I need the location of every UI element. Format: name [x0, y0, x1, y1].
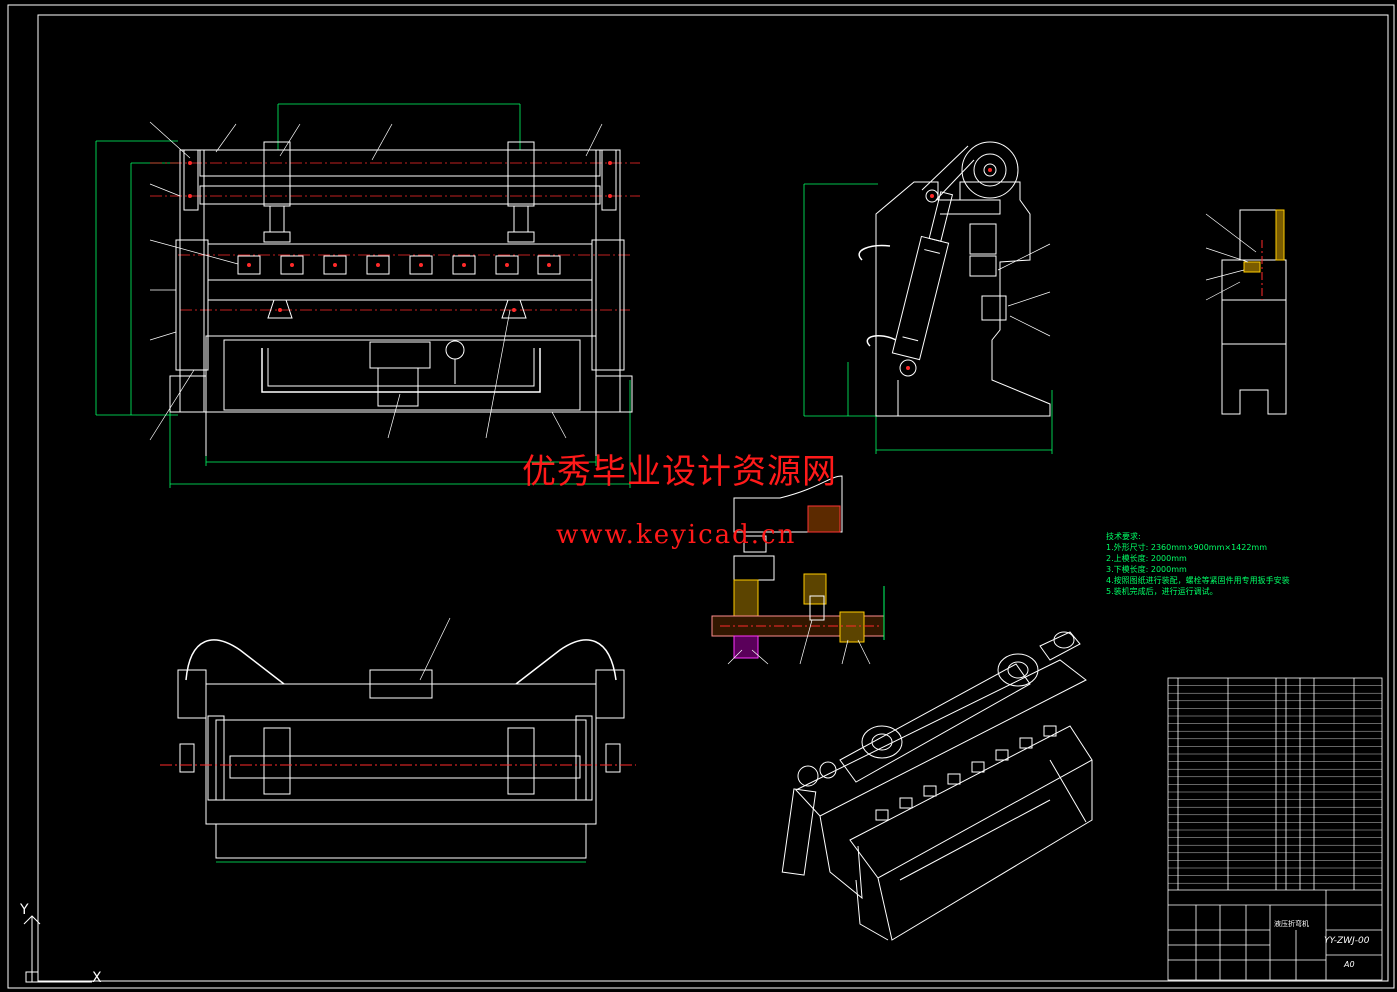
- watermark-url: www.keyicad.cn: [556, 520, 797, 550]
- ucs-axis-icon: [23, 915, 92, 983]
- title-block-drawing-number: YY-ZWJ-00: [1324, 936, 1370, 946]
- inner-border: [37, 14, 1389, 982]
- section-detail-view: [711, 475, 885, 665]
- bom-rows: [1168, 685, 1382, 884]
- axis-x-label: X: [92, 970, 102, 986]
- tech-note-item: 3.下模长度: 2000mm: [1106, 565, 1187, 574]
- side-view: [803, 141, 1053, 454]
- tech-note-item: 2.上模长度: 2000mm: [1106, 554, 1187, 563]
- watermark-title: 优秀毕业设计资源网: [522, 452, 837, 492]
- outer-border: [7, 4, 1395, 989]
- title-block-sheet-size: A0: [1344, 960, 1355, 969]
- detail-a-view: [1205, 209, 1287, 415]
- tech-note-item: 5.装机完成后，进行运行调试。: [1106, 587, 1218, 596]
- tech-note-item: 4.按照图纸进行装配，螺栓等紧固件用专用扳手安装: [1106, 576, 1290, 585]
- isometric-view: [781, 631, 1093, 941]
- bill-of-materials: [1167, 677, 1383, 981]
- front-view: [95, 103, 640, 488]
- title-block-drawing-name: 液压折弯机: [1274, 920, 1309, 928]
- tech-notes-heading: 技术要求:: [1106, 532, 1141, 541]
- technical-requirements: 技术要求: 1.外形尺寸: 2360mm×900mm×1422mm 2.上模长度…: [1106, 531, 1290, 597]
- top-view: [160, 617, 636, 863]
- axis-y-label: Y: [20, 902, 29, 918]
- tech-note-item: 1.外形尺寸: 2360mm×900mm×1422mm: [1106, 543, 1268, 552]
